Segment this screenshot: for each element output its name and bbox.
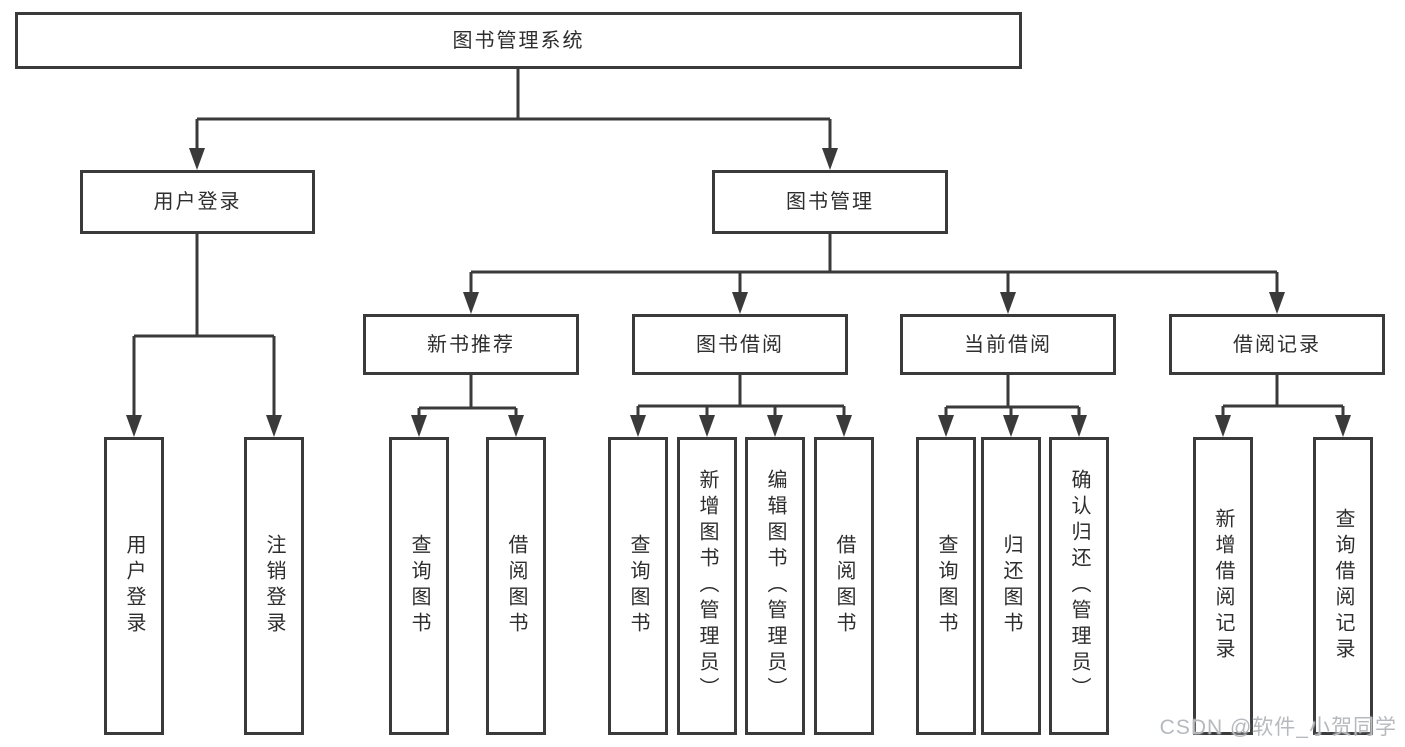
watermark: CSDN @软件_小贺同学 — [1159, 716, 1397, 739]
node-borrow-records: 借阅记录 — [1169, 314, 1385, 375]
node-new-book-recommend: 新书推荐 — [363, 314, 579, 375]
node-current-borrow-label: 当前借阅 — [964, 333, 1052, 356]
leaf-recommend-query-books: 查询图书 — [389, 437, 449, 735]
leaf-user-login-label: 用户登录 — [123, 534, 145, 638]
node-borrow-records-label: 借阅记录 — [1233, 333, 1321, 356]
node-current-borrow: 当前借阅 — [900, 314, 1116, 375]
leaf-current-return-books-label: 归还图书 — [1000, 534, 1022, 638]
node-root: 图书管理系统 — [15, 12, 1022, 69]
node-user-login: 用户登录 — [80, 170, 315, 234]
node-user-login-label: 用户登录 — [153, 191, 242, 213]
leaf-current-confirm-return-admin: 确认归还（管理员） — [1049, 437, 1109, 735]
leaf-borrow-add-books-admin-label: 新增图书（管理员） — [696, 469, 718, 703]
leaf-logout: 注销登录 — [244, 437, 304, 735]
node-root-label: 图书管理系统 — [452, 29, 585, 52]
leaf-recommend-borrow-books: 借阅图书 — [486, 437, 546, 735]
leaf-borrow-edit-books-admin-label: 编辑图书（管理员） — [764, 469, 786, 703]
node-book-management: 图书管理 — [712, 170, 948, 234]
node-new-book-recommend-label: 新书推荐 — [427, 333, 515, 356]
leaf-borrow-add-books-admin: 新增图书（管理员） — [677, 437, 737, 735]
leaf-records-add-record: 新增借阅记录 — [1193, 437, 1253, 735]
leaf-recommend-query-books-label: 查询图书 — [408, 534, 430, 638]
leaf-borrow-borrow-books-label: 借阅图书 — [833, 534, 855, 638]
leaf-records-query-record-label: 查询借阅记录 — [1332, 508, 1354, 664]
node-book-management-label: 图书管理 — [786, 191, 874, 213]
leaf-borrow-query-books-label: 查询图书 — [627, 534, 649, 638]
leaf-borrow-borrow-books: 借阅图书 — [814, 437, 874, 735]
leaf-records-add-record-label: 新增借阅记录 — [1212, 508, 1234, 664]
leaf-logout-label: 注销登录 — [263, 534, 285, 638]
leaf-borrow-edit-books-admin: 编辑图书（管理员） — [745, 437, 805, 735]
leaf-borrow-query-books: 查询图书 — [608, 437, 668, 735]
leaf-recommend-borrow-books-label: 借阅图书 — [505, 534, 527, 638]
arrowhead-group — [126, 148, 1351, 437]
leaf-current-return-books: 归还图书 — [981, 437, 1041, 735]
leaf-current-query-books-label: 查询图书 — [935, 534, 957, 638]
leaf-user-login: 用户登录 — [104, 437, 164, 735]
node-book-borrow-label: 图书借阅 — [696, 333, 784, 356]
leaf-current-confirm-return-admin-label: 确认归还（管理员） — [1068, 469, 1090, 703]
node-book-borrow: 图书借阅 — [632, 314, 848, 375]
leaf-records-query-record: 查询借阅记录 — [1313, 437, 1373, 735]
leaf-current-query-books: 查询图书 — [916, 437, 976, 735]
